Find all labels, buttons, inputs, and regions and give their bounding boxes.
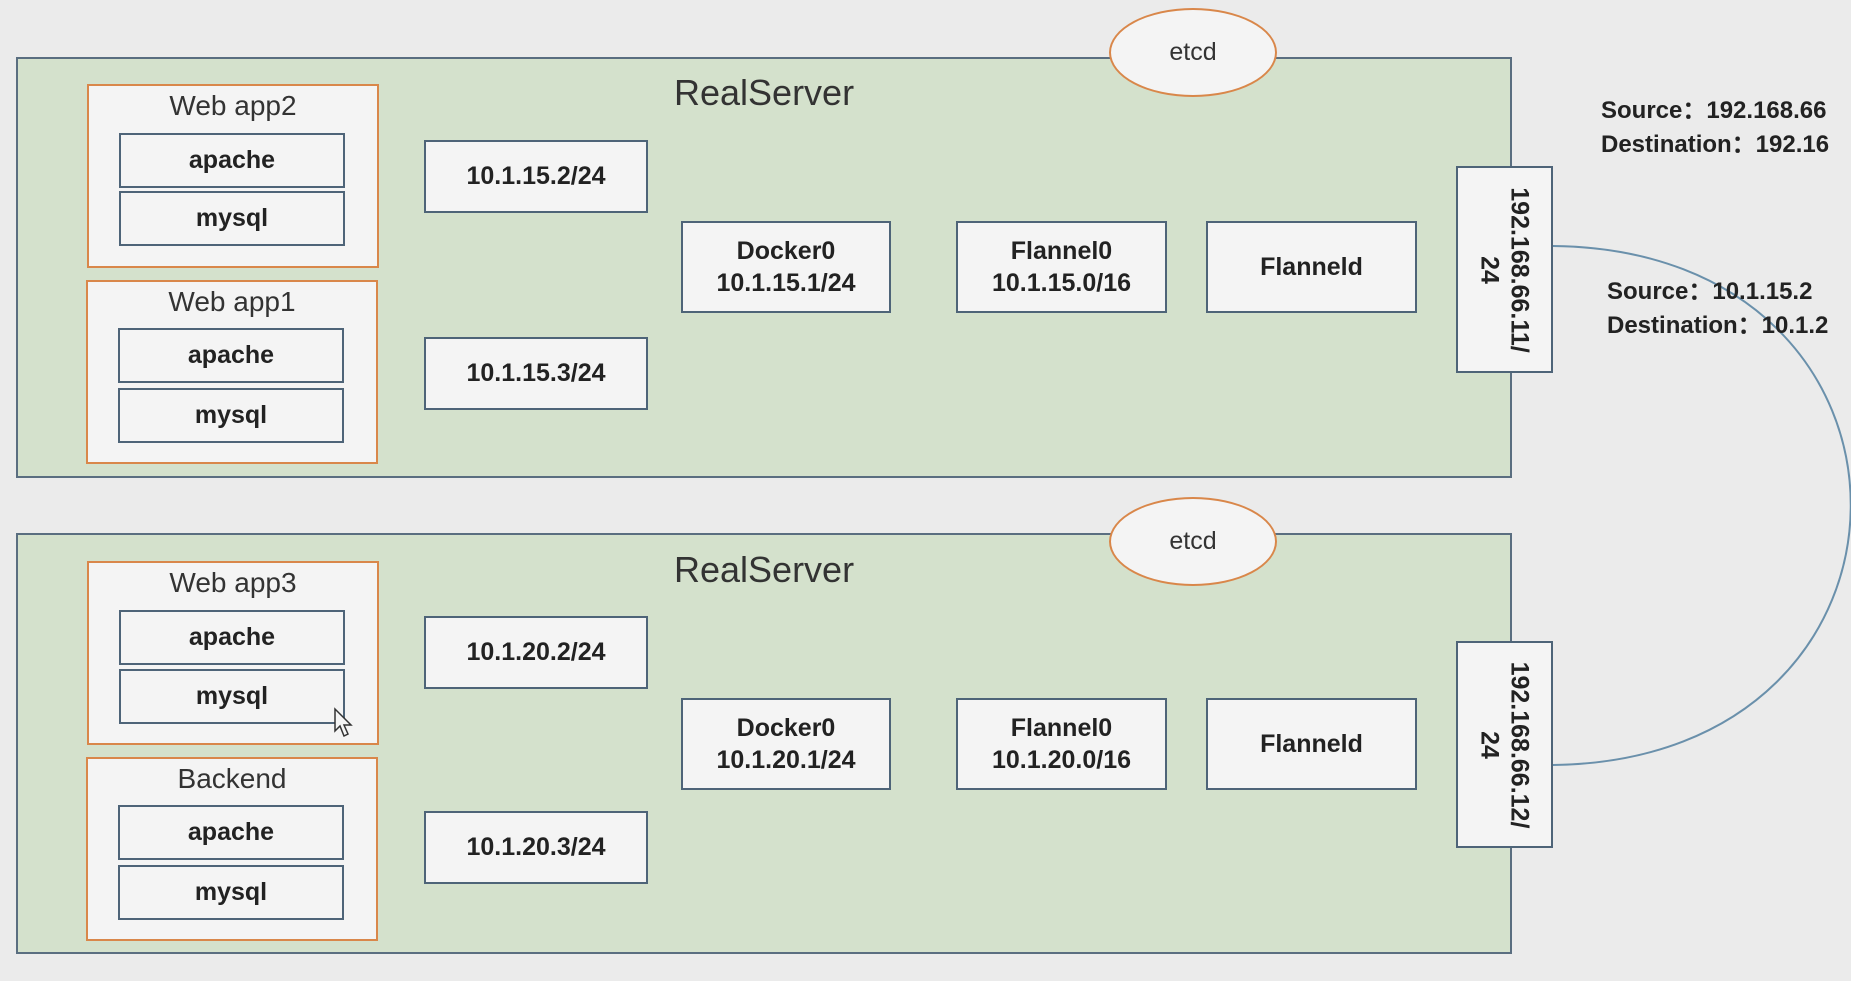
inner-packet-source: Source：10.1.15.2	[1607, 278, 1813, 305]
etcd-1: etcd	[1109, 8, 1277, 97]
realserver-1-title: RealServer	[674, 72, 855, 113]
docker0-2-name: Docker0	[736, 714, 836, 742]
web-app3-ip: 10.1.20.2/24	[424, 616, 648, 689]
docker0-2: Docker0 10.1.20.1/24	[681, 698, 891, 790]
inner-packet-info: Source：10.1.15.2 Destination：10.1.2	[1607, 275, 1828, 343]
web-app2-apache: apache	[119, 133, 345, 188]
web-app2-title: Web app2	[169, 90, 297, 121]
flannel0-2-ip: 10.1.20.0/16	[991, 746, 1131, 774]
flannel0-1: Flannel0 10.1.15.0/16	[956, 221, 1167, 313]
web-app3-mysql: mysql	[119, 669, 345, 724]
outer-packet-source: Source：192.168.66	[1601, 97, 1827, 124]
inner-packet-destination: Destination：10.1.2	[1607, 312, 1829, 339]
web-app2-ip: 10.1.15.2/24	[424, 140, 648, 213]
nic-1: 192.168.66.11/ 24	[1456, 166, 1553, 373]
nic-2-line1: 192.168.66.12/	[1505, 661, 1534, 828]
nic-2-label: 192.168.66.12/ 24	[1475, 661, 1535, 828]
web-app3-apache: apache	[119, 610, 345, 665]
nic-1-label: 192.168.66.11/ 24	[1475, 187, 1535, 352]
backend-mysql: mysql	[118, 865, 344, 920]
flanneld-1: Flanneld	[1206, 221, 1417, 313]
web-app1-ip: 10.1.15.3/24	[424, 337, 648, 410]
web-app3-title: Web app3	[169, 567, 297, 598]
realserver-2-title: RealServer	[674, 549, 855, 590]
flannel0-1-ip: 10.1.15.0/16	[991, 269, 1131, 297]
outer-packet-info: Source：192.168.66 Destination：192.16	[1601, 94, 1829, 162]
web-app1-mysql: mysql	[118, 388, 344, 443]
flanneld-2: Flanneld	[1206, 698, 1417, 790]
nic-2: 192.168.66.12/ 24	[1456, 641, 1553, 848]
web-app1-title: Web app1	[168, 286, 296, 317]
outer-packet-destination: Destination：192.16	[1601, 131, 1830, 158]
backend-ip: 10.1.20.3/24	[424, 811, 648, 884]
etcd-2: etcd	[1109, 497, 1277, 586]
docker0-2-ip: 10.1.20.1/24	[716, 746, 856, 774]
flannel0-2-name: Flannel0	[1010, 714, 1113, 742]
nic-1-line2: 24	[1475, 255, 1504, 284]
backend-apache: apache	[118, 805, 344, 860]
docker0-1-name: Docker0	[736, 237, 836, 265]
web-app2-mysql: mysql	[119, 191, 345, 246]
flannel0-1-name: Flannel0	[1010, 237, 1113, 265]
backend-title: Backend	[177, 763, 287, 794]
docker0-1-ip: 10.1.15.1/24	[716, 269, 856, 297]
nic-2-line2: 24	[1475, 730, 1504, 759]
docker0-1: Docker0 10.1.15.1/24	[681, 221, 891, 313]
flannel0-2: Flannel0 10.1.20.0/16	[956, 698, 1167, 790]
mouse-cursor-icon	[334, 707, 353, 738]
web-app1-apache: apache	[118, 328, 344, 383]
nic-1-line1: 192.168.66.11/	[1505, 186, 1534, 353]
